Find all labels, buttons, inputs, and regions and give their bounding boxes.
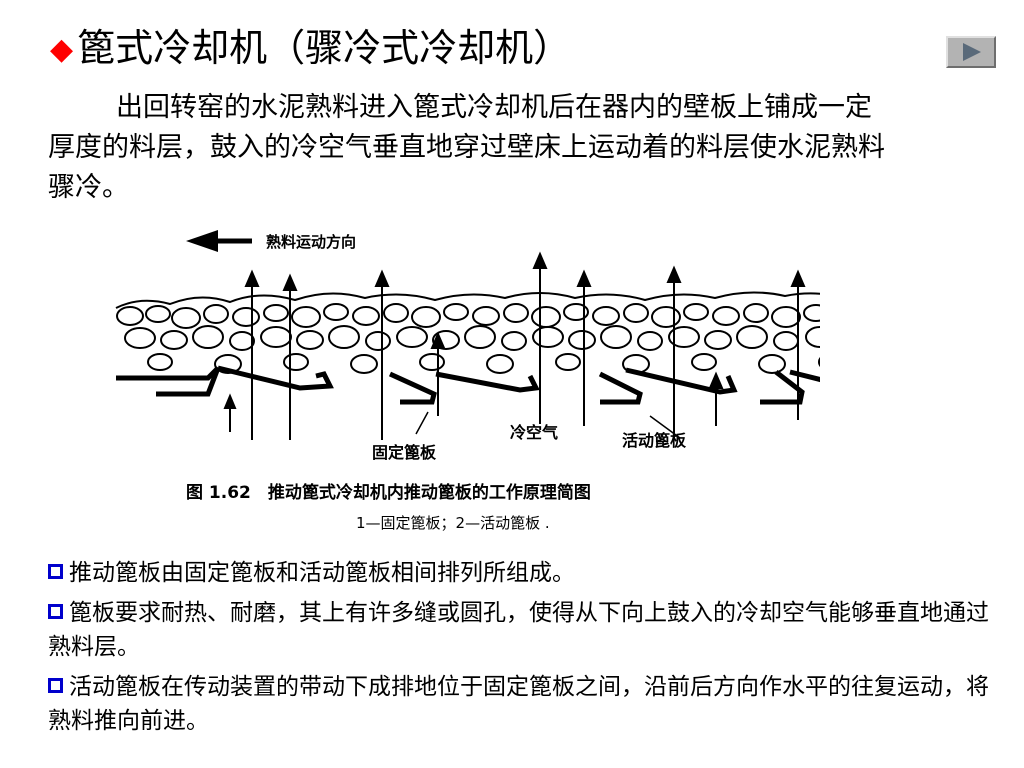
grate-cooler-diagram: 熟料运动方向: [115, 230, 820, 532]
slide-title-text: 篦式冷却机（骤冷式冷却机）: [77, 26, 572, 70]
play-triangle-icon: [963, 43, 981, 61]
bullet-item: 篦板要求耐热、耐磨，其上有许多缝或圆孔，使得从下向上鼓入的冷却空气能够垂直地通过…: [48, 600, 989, 660]
clinker-direction-arrow: [186, 230, 252, 252]
slide-title: ◆篦式冷却机（骤冷式冷却机）: [50, 24, 571, 74]
square-bullet-icon: [48, 604, 63, 619]
bullet-item: 推动篦板由固定篦板和活动篦板相间排列所组成。: [48, 556, 998, 590]
cold-air-label: 冷空气: [510, 423, 558, 442]
grate-plates: [116, 365, 820, 405]
cold-air-arrows: [223, 251, 806, 440]
clinker-bed: [115, 291, 820, 374]
figure-caption: 图 1.62 推动篦式冷却机内推动篦板的工作原理简图: [186, 482, 591, 503]
figure-legend: 1—固定篦板；2—活动篦板 .: [356, 514, 550, 532]
clinker-direction-label: 熟料运动方向: [266, 233, 356, 251]
diamond-bullet-icon: ◆: [50, 32, 74, 67]
intro-text: 出回转窑的水泥熟料进入篦式冷却机后在器内的壁板上铺成一定厚度的料层，鼓入的冷空气…: [48, 92, 885, 203]
moving-grate-label: 活动篦板: [622, 431, 687, 450]
square-bullet-icon: [48, 564, 63, 579]
next-slide-button[interactable]: [946, 36, 996, 68]
bullet-item: 活动篦板在传动装置的带动下成排地位于固定篦板之间，沿前后方向作水平的往复运动，将…: [48, 674, 989, 734]
fixed-grate-label: 固定篦板: [372, 443, 437, 462]
intro-paragraph: 出回转窑的水泥熟料进入篦式冷却机后在器内的壁板上铺成一定厚度的料层，鼓入的冷空气…: [48, 88, 888, 208]
square-bullet-icon: [48, 678, 63, 693]
bullet-list: 推动篦板由固定篦板和活动篦板相间排列所组成。 篦板要求耐热、耐磨，其上有许多缝或…: [48, 556, 998, 744]
leader-lines: [415, 411, 681, 439]
